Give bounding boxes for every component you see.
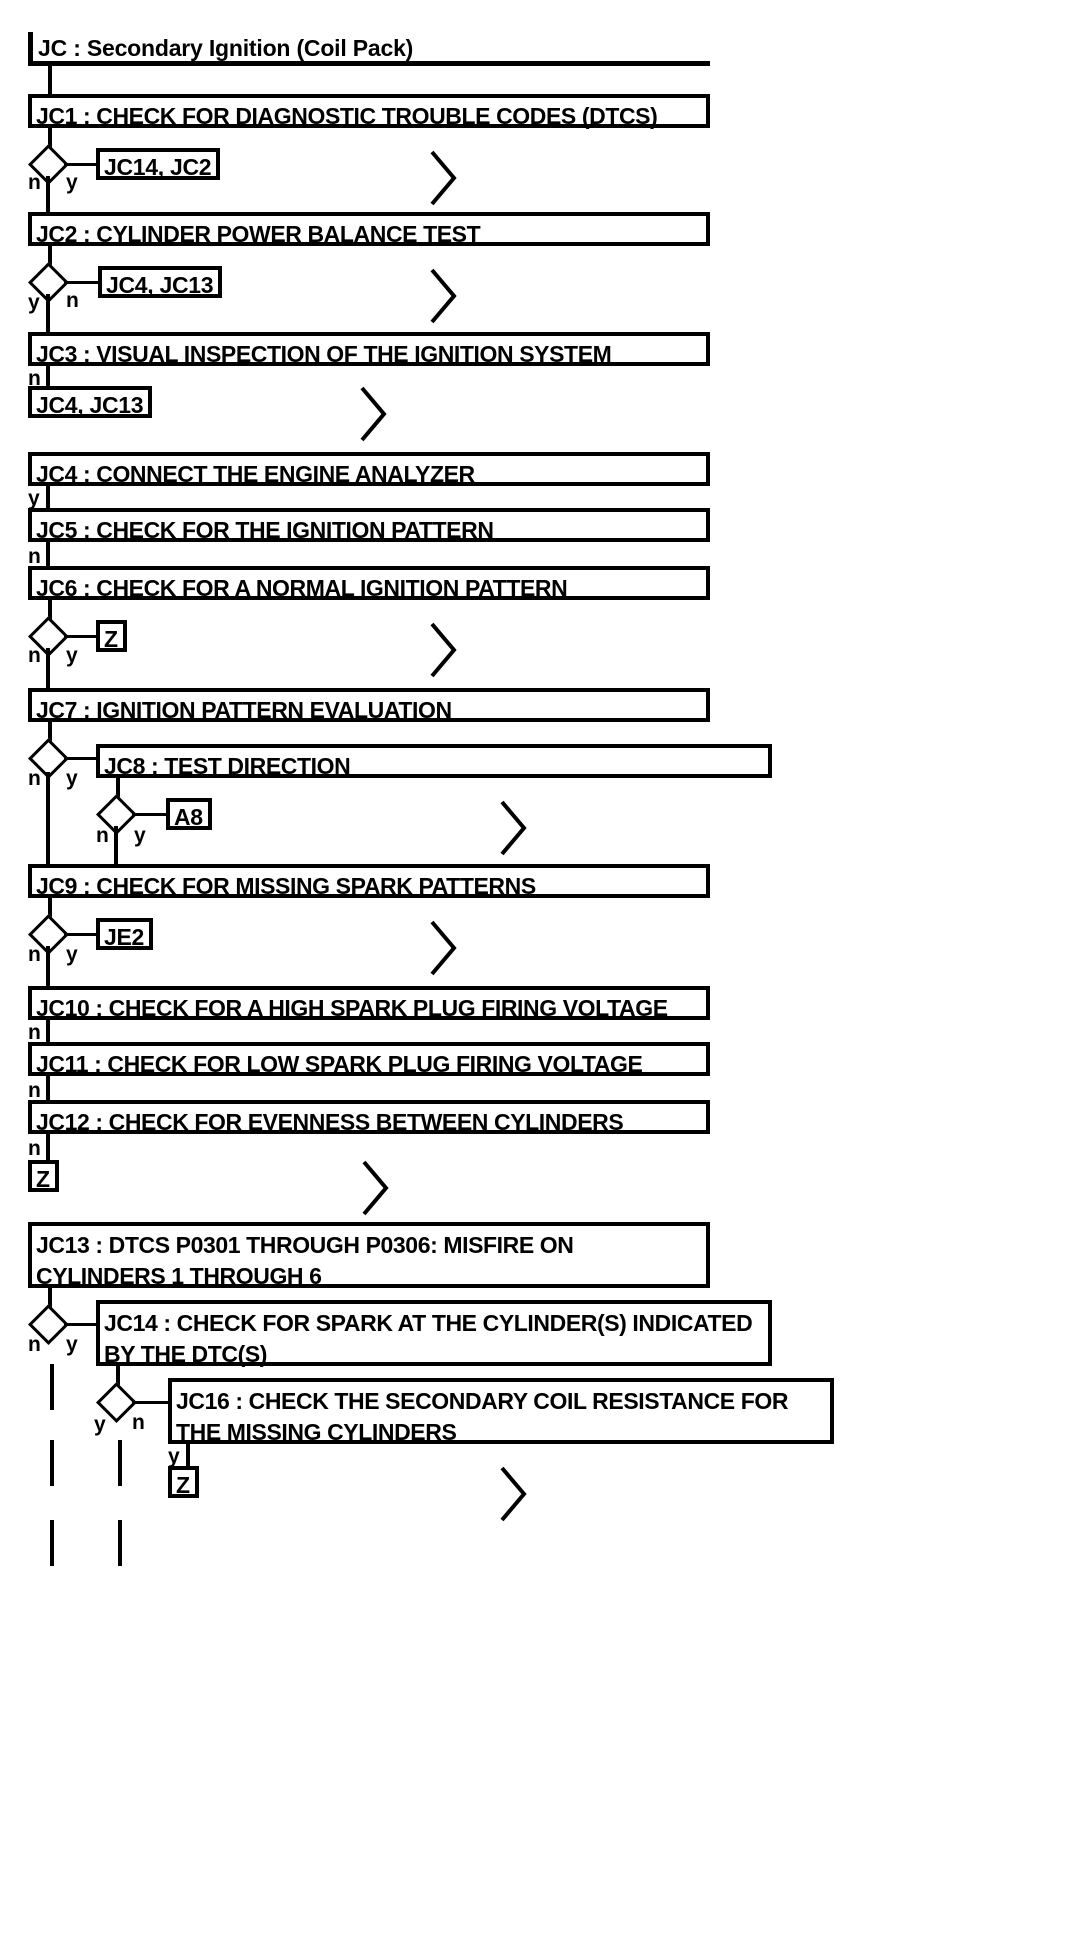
connector-jc14-d8 [116,1364,120,1392]
chevron-right-icon-4 [428,620,458,680]
branch-label-d5-n: n [96,824,109,847]
branch-label-d1-n: n [28,171,41,194]
branch-label-jc5-n: n [28,545,41,568]
connector-jc11-jc12 [46,1074,50,1102]
dashed-connector-d7-n-1 [50,1364,54,1410]
ref-je2[interactable]: JE2 [96,918,154,950]
ref-a8[interactable]: A8 [166,798,212,830]
branch-label-d1-y: y [66,171,78,194]
step-jc9: JC9 : CHECK FOR MISSING SPARK PATTERNS [28,864,710,899]
connector-d3-jc7 [46,648,50,690]
connector-jc16-ref [186,1442,190,1468]
connector-jc10-jc11 [46,1018,50,1044]
ref-jc4-jc13-a[interactable]: JC4, JC13 [98,266,223,298]
step-jc5: JC5 : CHECK FOR THE IGNITION PATTERN [28,508,710,543]
branch-label-jc10-n: n [28,1021,41,1044]
step-jc11: JC11 : CHECK FOR LOW SPARK PLUG FIRING V… [28,1042,710,1077]
step-jc4: JC4 : CONNECT THE ENGINE ANALYZER [28,452,710,487]
connector-d4-jc9 [46,772,50,866]
branch-label-d6-n: n [28,943,41,966]
branch-label-d2-y: y [28,291,40,314]
step-jc10: JC10 : CHECK FOR A HIGH SPARK PLUG FIRIN… [28,986,710,1021]
branch-label-d3-n: n [28,644,41,667]
connector-jc3-ref [46,364,50,388]
branch-label-d8-n: n [132,1411,145,1434]
dashed-connector-d7-n-3 [50,1520,54,1566]
chevron-right-icon-2 [428,266,458,326]
branch-label-d4-y: y [66,767,78,790]
branch-label-jc3-n: n [28,367,41,390]
branch-label-d5-y: y [134,824,146,847]
chevron-right-icon-3 [358,384,388,444]
connector-d7-jc14 [64,1323,98,1326]
step-jc16: JC16 : CHECK THE SECONDARY COIL RESISTAN… [168,1378,834,1445]
connector-d8-jc16 [132,1401,168,1404]
connector-jc6-d3 [48,598,52,628]
connector-d4-jc8 [64,757,98,760]
branch-label-d7-n: n [28,1333,41,1356]
step-jc7: JC7 : IGNITION PATTERN EVALUATION [28,688,710,723]
connector-jc5-jc6 [46,540,50,568]
chevron-right-icon-8 [498,1464,528,1524]
dashed-connector-d8-y-1 [118,1440,122,1486]
branch-label-jc4-y: y [28,487,40,510]
connector-jc4-jc5 [46,484,50,510]
branch-label-d6-y: y [66,943,78,966]
connector-d2-ref [64,281,98,284]
chevron-right-icon-6 [428,918,458,978]
step-jc13: JC13 : DTCS P0301 THROUGH P0306: MISFIRE… [28,1222,710,1289]
connector-jc13-d7 [48,1286,52,1314]
branch-label-d7-y: y [66,1333,78,1356]
connector-d5-jc9 [114,826,118,866]
dashed-connector-d8-y-2 [118,1520,122,1566]
connector-d6-jc10 [46,946,50,988]
step-jc1: JC1 : CHECK FOR DIAGNOSTIC TROUBLE CODES… [28,94,710,129]
connector-d1-ref [64,163,96,166]
connector-jc8-d5 [116,776,120,804]
connector-d2-jc3 [46,294,50,334]
branch-label-jc16-y: y [168,1445,180,1468]
branch-label-d8-y: y [94,1413,106,1436]
step-jc6: JC6 : CHECK FOR A NORMAL IGNITION PATTER… [28,566,710,601]
connector-title-jc1 [48,64,52,94]
connector-d1-jc2 [46,176,50,214]
step-jc12: JC12 : CHECK FOR EVENNESS BETWEEN CYLIND… [28,1100,710,1135]
connector-d6-ref [64,933,96,936]
ref-jc4-jc13-b[interactable]: JC4, JC13 [28,386,153,418]
connector-jc2-d2 [48,244,52,272]
branch-label-d4-n: n [28,767,41,790]
step-jc2: JC2 : CYLINDER POWER BALANCE TEST [28,212,710,247]
connector-jc1-d1 [48,126,52,156]
dashed-connector-d7-n-2 [50,1440,54,1486]
ref-z-1[interactable]: Z [96,620,127,652]
chevron-right-icon-5 [498,798,528,858]
step-jc3: JC3 : VISUAL INSPECTION OF THE IGNITION … [28,332,710,367]
connector-d3-ref [64,635,96,638]
branch-label-jc11-n: n [28,1079,41,1102]
branch-label-jc12-n: n [28,1137,41,1160]
connector-jc7-d4 [48,720,52,746]
branch-label-d3-y: y [66,644,78,667]
branch-label-d2-n: n [66,289,79,312]
step-jc8: JC8 : TEST DIRECTION [96,744,772,779]
connector-jc9-d6 [48,896,52,922]
ref-z-3[interactable]: Z [168,1466,199,1498]
diagram-title: JC : Secondary Ignition (Coil Pack) [28,32,710,66]
ref-jc14-jc2[interactable]: JC14, JC2 [96,148,221,180]
step-jc14: JC14 : CHECK FOR SPARK AT THE CYLINDER(S… [96,1300,772,1367]
chevron-right-icon-7 [360,1158,390,1218]
ref-z-2[interactable]: Z [28,1160,59,1192]
connector-d5-ref [132,813,166,816]
chevron-right-icon-1 [428,148,458,208]
connector-jc12-ref [46,1132,50,1162]
